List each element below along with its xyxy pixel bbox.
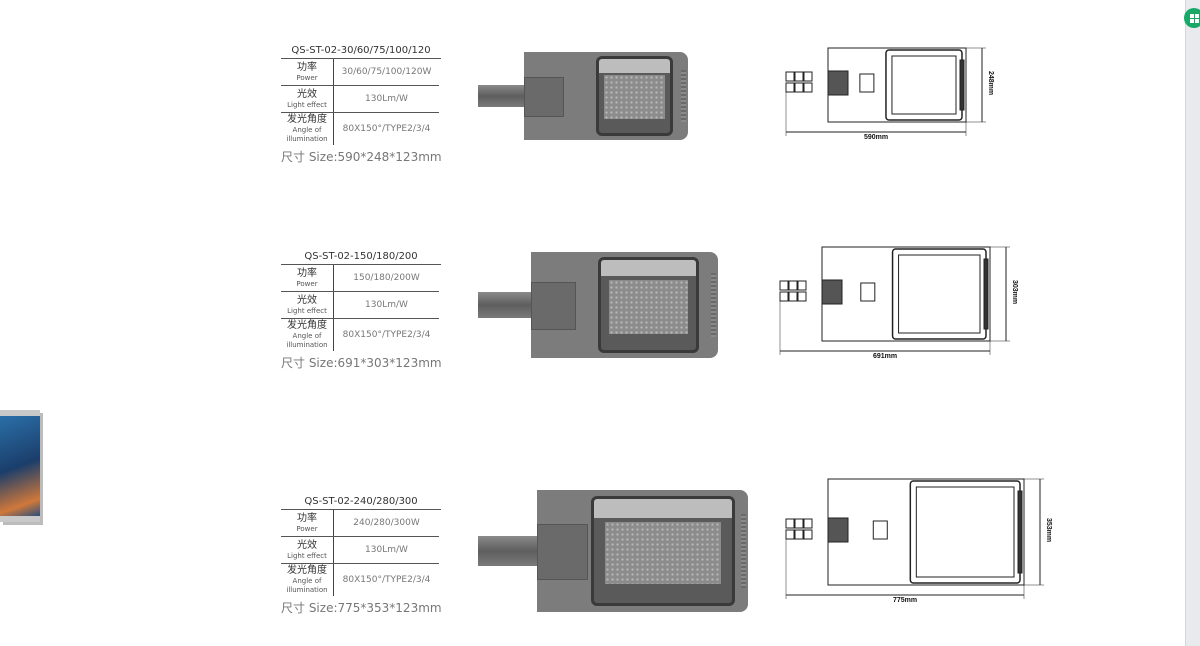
effect-label-en: Light effect	[287, 306, 327, 315]
angle-label: 发光角度	[287, 320, 327, 331]
effect-label: 光效	[297, 88, 317, 100]
effect-value: 130Lm/W	[333, 85, 439, 113]
width-dimension: 590mm	[864, 134, 889, 141]
effect-value: 130Lm/W	[333, 291, 439, 319]
height-dimension: 353mm	[1045, 518, 1052, 543]
model-title: QS-ST-02-30/60/75/100/120	[281, 44, 441, 59]
effect-label-en: Light effect	[287, 100, 327, 109]
dimension-drawing: 691mm 303mm	[779, 243, 1018, 360]
model-title: QS-ST-02-150/180/200	[281, 250, 441, 265]
size-text: 尺寸 Size:775*353*123mm	[281, 601, 442, 615]
power-label-en: Power	[296, 279, 318, 288]
power-label: 功率	[297, 61, 317, 73]
street-light-photo	[478, 490, 748, 612]
height-dimension: 248mm	[987, 71, 994, 96]
power-label-en: Power	[296, 73, 318, 82]
power-label-en: Power	[296, 524, 318, 533]
angle-value: 80X150°/TYPE2/3/4	[342, 575, 431, 585]
width-dimension: 691mm	[873, 353, 898, 360]
angle-value: 80X150°/TYPE2/3/4	[342, 330, 431, 340]
dimension-drawing: 775mm 353mm	[785, 475, 1052, 604]
power-label: 功率	[297, 267, 317, 279]
power-label: 功率	[297, 512, 317, 524]
angle-label: 发光角度	[287, 114, 327, 125]
size-text: 尺寸 Size:691*303*123mm	[281, 356, 442, 370]
size-text: 尺寸 Size:590*248*123mm	[281, 150, 442, 164]
model-title: QS-ST-02-240/280/300	[281, 495, 441, 510]
angle-label-en: Angle of illumination	[286, 126, 328, 143]
power-value: 240/280/300W	[333, 510, 439, 537]
scrollbar[interactable]	[1185, 0, 1200, 646]
city-thumbnail-image[interactable]	[0, 410, 40, 522]
power-value: 150/180/200W	[333, 265, 439, 292]
street-light-photo	[478, 252, 718, 358]
street-light-photo	[478, 52, 688, 140]
width-dimension: 775mm	[893, 597, 918, 604]
angle-label-en: Angle of illumination	[286, 577, 328, 594]
angle-label: 发光角度	[287, 565, 327, 576]
grid-icon	[1189, 13, 1199, 23]
angle-label-en: Angle of illumination	[286, 332, 328, 349]
decorative-arc	[0, 0, 82, 102]
effect-label: 光效	[297, 539, 317, 551]
effect-value: 130Lm/W	[333, 536, 439, 564]
dimension-drawing: 590mm 248mm	[785, 44, 994, 141]
effect-label-en: Light effect	[287, 551, 327, 560]
power-value: 30/60/75/100/120W	[333, 59, 439, 86]
grid-app-button[interactable]	[1184, 8, 1200, 28]
effect-label: 光效	[297, 294, 317, 306]
angle-value: 80X150°/TYPE2/3/4	[342, 124, 431, 134]
height-dimension: 303mm	[1011, 280, 1018, 305]
